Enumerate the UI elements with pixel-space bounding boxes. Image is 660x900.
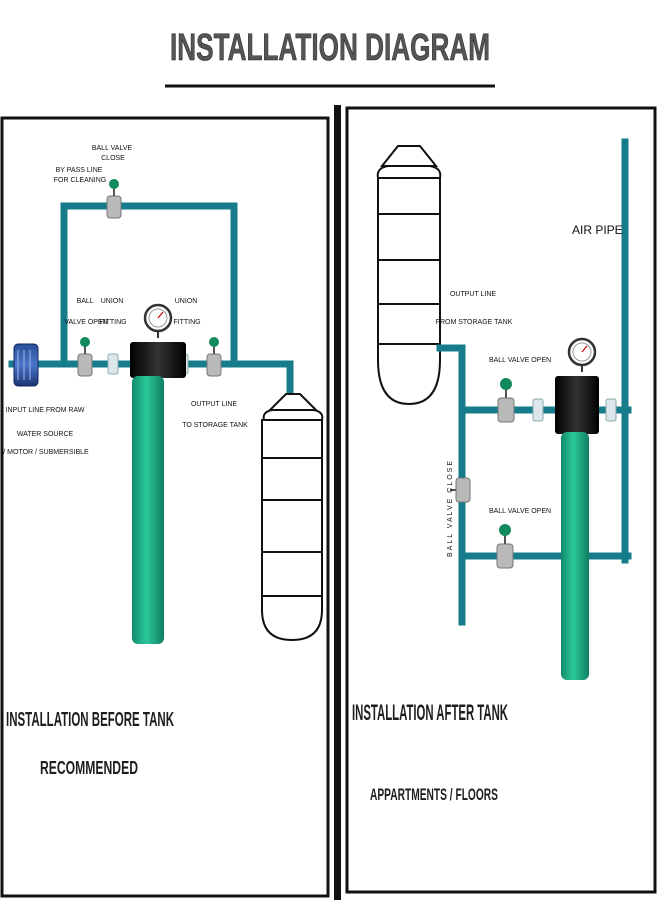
filter-housing-icon <box>555 337 599 680</box>
filter-housing-icon <box>130 303 186 644</box>
output-ball-valve-icon <box>206 337 222 377</box>
label-air-pipe: AIR PIPE <box>572 223 623 237</box>
ball-valve-open-icon <box>497 378 515 423</box>
ball-valve-open-icon <box>77 337 93 377</box>
left-panel-border <box>0 116 330 898</box>
left-pipes <box>8 202 294 396</box>
motor-icon <box>13 343 39 387</box>
label-union-fitting: UNION FITTING <box>99 298 126 326</box>
label-union-fitting: UNION FITTING <box>173 298 200 326</box>
union-fitting-icon <box>107 353 119 375</box>
ball-valve-open-icon <box>496 524 514 569</box>
storage-tank-icon <box>376 145 442 406</box>
panel-divider <box>334 105 341 900</box>
right-panel-subheading: APPARTMENTS / FLOORS <box>370 785 498 804</box>
bypass-ball-valve-icon <box>106 179 122 219</box>
right-diagram: AIR PIPE OUTPUT LINE FROM STORAGE TANK B… <box>352 138 632 804</box>
right-pipes <box>436 138 632 626</box>
label-ball-valve-close: BALL VALVE CLOSE <box>92 145 134 162</box>
left-diagram: BALL VALVE CLOSE BY PASS LINE FOR CLEANI… <box>3 145 324 778</box>
right-panel-border <box>345 106 657 894</box>
left-panel-heading: INSTALLATION BEFORE TANK <box>6 709 174 731</box>
union-fitting-icon <box>605 398 617 422</box>
label-output-line: OUTPUT LINE TO STORAGE TANK <box>182 401 248 429</box>
page-title: INSTALLATION DIAGRAM <box>170 27 490 69</box>
union-fitting-icon <box>532 398 544 422</box>
storage-tank-icon <box>261 393 324 642</box>
label-input-line: INPUT LINE FROM RAW WATER SOURCE / MOTOR… <box>3 407 89 456</box>
label-ball-valve-open-top: BALL VALVE OPEN <box>489 357 551 364</box>
label-ball-valve-close-vertical: BALL VALVE CLOSE <box>447 459 454 557</box>
label-by-pass-line: BY PASS LINE FOR CLEANING <box>54 167 107 184</box>
vertical-ball-valve-close-icon <box>450 477 471 503</box>
label-ball-valve-open: BALL VALVE OPEN <box>64 298 107 326</box>
left-panel-subheading: RECOMMENDED <box>40 758 138 778</box>
right-panel-heading: INSTALLATION AFTER TANK <box>352 700 508 725</box>
label-output-line-from-tank: OUTPUT LINE FROM STORAGE TANK <box>436 291 513 326</box>
label-ball-valve-open-bottom: BALL VALVE OPEN <box>489 508 551 515</box>
